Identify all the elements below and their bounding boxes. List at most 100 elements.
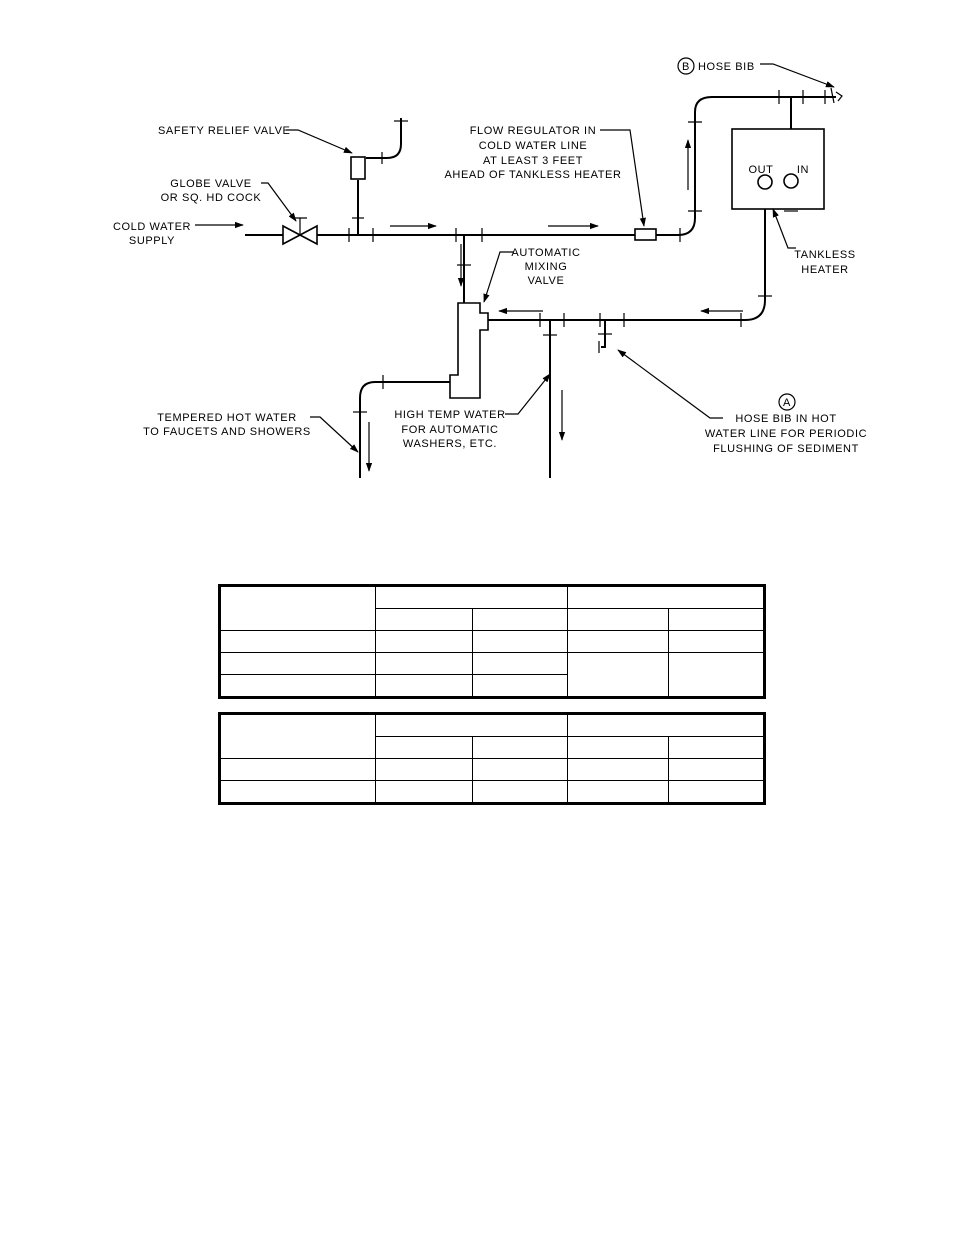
flow-arrows [365,139,743,472]
svg-text:MIXING: MIXING [525,261,568,273]
hose-bib-a-letter: A [783,397,791,409]
table-cell [567,652,669,698]
table-cell [375,758,473,781]
heater-in-port [783,173,799,189]
table-cell [375,652,473,675]
table-cell [567,630,669,653]
table-cell [219,652,376,675]
svg-text:TEMPERED HOT WATER: TEMPERED HOT WATER [157,412,297,424]
svg-text:AUTOMATIC: AUTOMATIC [511,247,580,259]
cold-water-main-pipe [245,96,836,236]
table-cell [472,608,568,631]
table-cell [567,585,765,609]
table-cell [472,758,568,781]
svg-text:HEATER: HEATER [801,264,848,276]
svg-text:AHEAD OF TANKLESS HEATER: AHEAD OF TANKLESS HEATER [445,169,622,181]
table-cell [219,758,376,781]
cold-water-supply-label: COLD WATER SUPPLY [113,221,191,247]
table-cell [472,780,568,804]
hose-bib-a-label: A HOSE BIB IN HOT WATER LINE FOR PERIODI… [705,393,867,455]
globe-valve [282,217,318,246]
table-cell [219,674,376,698]
table-row [219,630,765,653]
table-cell [219,713,376,759]
table-cell [668,736,765,759]
table-row [219,758,765,781]
table-cell [567,758,669,781]
svg-text:HOSE BIB IN HOT: HOSE BIB IN HOT [735,413,836,425]
table-row [220,608,765,631]
hose-bib-b-text: HOSE BIB [698,61,755,73]
svg-text:SUPPLY: SUPPLY [129,235,175,247]
hose-bib-b-letter: B [682,61,690,73]
svg-text:WATER LINE FOR PERIODIC: WATER LINE FOR PERIODIC [705,428,867,440]
svg-text:COLD WATER: COLD WATER [113,221,191,233]
table-cell [219,630,376,653]
flow-regulator-label: FLOW REGULATOR IN COLD WATER LINE AT LEA… [445,125,622,181]
hose-bib-a-pipe [598,320,606,353]
safety-relief-valve [350,156,366,180]
table-cell [375,713,568,737]
svg-text:WASHERS, ETC.: WASHERS, ETC. [403,438,497,450]
svg-text:COLD WATER LINE: COLD WATER LINE [479,140,588,152]
table-cell [375,630,473,653]
svg-text:AT LEAST 3 FEET: AT LEAST 3 FEET [483,155,583,167]
svg-text:TO FAUCETS AND SHOWERS: TO FAUCETS AND SHOWERS [143,426,311,438]
table-cell [472,674,568,698]
svg-text:FOR AUTOMATIC: FOR AUTOMATIC [401,424,498,436]
tankless-heater-box [731,128,825,210]
heater-out-port [757,174,773,190]
table-row [219,674,765,698]
table-cell [375,674,473,698]
table-cell [375,585,568,609]
svg-text:VALVE: VALVE [528,275,565,287]
tempered-hot-water-label: TEMPERED HOT WATER TO FAUCETS AND SHOWER… [143,412,311,438]
table-cell [567,736,669,759]
hose-bib-b-label: B HOSE BIB [677,57,755,75]
svg-text:TANKLESS: TANKLESS [794,249,855,261]
empty-table-1 [218,584,766,699]
table-row [219,585,765,631]
table-row [219,713,765,759]
table-cell [375,608,473,631]
svg-text:HIGH TEMP WATER: HIGH TEMP WATER [394,409,505,421]
flow-regulator [634,228,657,241]
svg-text:FLUSHING OF SEDIMENT: FLUSHING OF SEDIMENT [713,443,859,455]
mixing-valve-pipes [359,235,551,478]
heater-out-label: OUT [748,164,773,176]
globe-valve-label: GLOBE VALVE OR SQ. HD COCK [161,178,262,204]
svg-text:OR SQ. HD COCK: OR SQ. HD COCK [161,192,262,204]
table-cell [472,736,568,759]
safety-relief-valve-label: SAFETY RELIEF VALVE [158,125,290,137]
table-cell [375,780,473,804]
table-cell [668,758,765,781]
high-temp-water-label: HIGH TEMP WATER FOR AUTOMATIC WASHERS, E… [394,409,505,450]
table-cell [668,630,765,653]
table-cell [219,780,376,804]
heater-in-label: IN [797,164,809,176]
automatic-mixing-valve [449,302,489,399]
table-cell [668,780,765,804]
empty-table-2 [218,712,766,805]
table-cell [668,608,765,631]
table-row [219,780,765,804]
leader-lines [195,63,835,453]
table-cell [567,780,669,804]
table-cell [472,652,568,675]
table-row [220,736,765,759]
automatic-mixing-valve-label: AUTOMATIC MIXING VALVE [511,247,580,287]
table-cell [668,652,765,698]
table-cell [472,630,568,653]
hose-bib-b-fixture [830,87,843,104]
tankless-heater-label: TANKLESS HEATER [794,249,855,276]
table-cell [567,713,765,737]
table-row [219,652,765,698]
table-cell [219,585,376,631]
table-cell [567,608,669,631]
svg-text:GLOBE VALVE: GLOBE VALVE [170,178,251,190]
relief-valve-branch-pipe [357,118,402,235]
svg-text:FLOW REGULATOR IN: FLOW REGULATOR IN [470,125,597,137]
pipe-fitting-ticks [348,90,826,413]
table-cell [375,736,473,759]
